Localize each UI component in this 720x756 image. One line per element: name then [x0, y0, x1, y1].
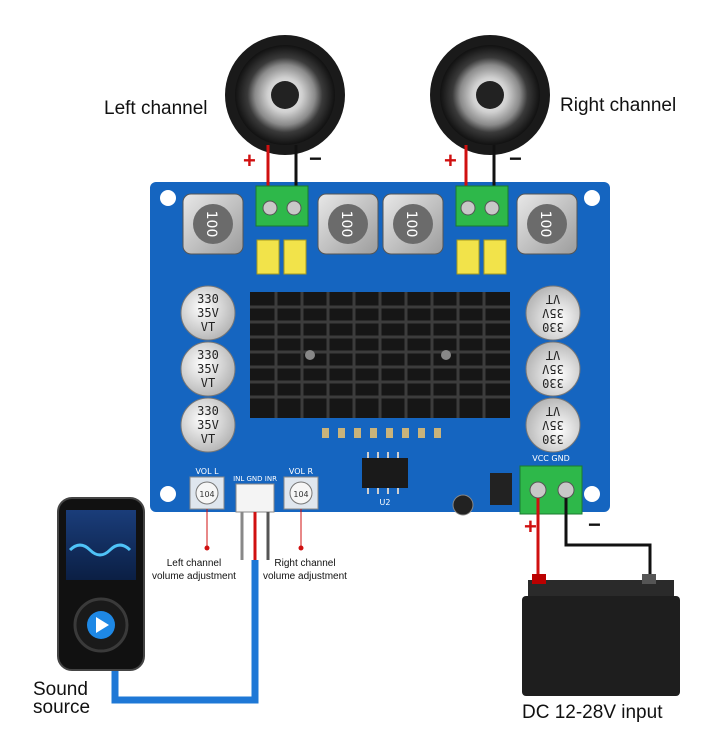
chip-silkscreen: U2 — [380, 498, 391, 507]
capacitor-series: VT — [546, 348, 560, 362]
left-speaker-terminal — [255, 185, 309, 227]
inductor: 100 — [317, 193, 379, 255]
electrolytic-capacitor: 330 35V VT — [180, 285, 236, 341]
right-volume-pot: 104 — [283, 476, 319, 510]
right-minus-sign: − — [509, 146, 522, 171]
inductor: 100 — [516, 193, 578, 255]
dc-plus-sign: + — [524, 514, 537, 539]
film-capacitor — [483, 239, 507, 275]
film-capacitor — [456, 239, 480, 275]
capacitor-voltage: 35V — [197, 306, 219, 320]
pot-marking: 104 — [199, 490, 214, 499]
left-channel-label: Left channel — [104, 98, 208, 119]
capacitor-voltage: 35V — [542, 362, 564, 376]
capacitor-value: 330 — [542, 376, 564, 390]
capacitor-value: 330 — [197, 292, 219, 306]
diode — [490, 473, 512, 505]
signal-cable — [111, 560, 259, 704]
inductor: 100 — [182, 193, 244, 255]
electrolytic-capacitor: 330 35V VT — [180, 341, 236, 397]
film-capacitor — [256, 239, 280, 275]
left-volume-pot: 104 — [189, 476, 225, 510]
right-speaker — [430, 35, 550, 155]
left-speaker — [225, 35, 345, 155]
electrolytic-capacitor: 330 35V VT — [525, 397, 581, 453]
pot-marking: 104 — [293, 490, 308, 499]
capacitor-series: VT — [546, 292, 560, 306]
input-header: INL GND INR — [233, 475, 277, 513]
inductor-marking: 100 — [338, 211, 354, 238]
electrolytic-capacitor: 330 35V VT — [525, 341, 581, 397]
vcc-gnd-silkscreen: VCC GND — [532, 454, 570, 463]
capacitor-value: 330 — [197, 348, 219, 362]
capacitor-voltage: 35V — [197, 362, 219, 376]
left-plus-sign: + — [243, 148, 256, 173]
film-capacitor — [283, 239, 307, 275]
vol-r-silkscreen: VOL R — [289, 467, 314, 476]
capacitor-value: 330 — [542, 320, 564, 334]
input-header-silkscreen: INL GND INR — [233, 475, 277, 483]
right-plus-sign: + — [444, 148, 457, 173]
capacitor-value: 330 — [542, 432, 564, 446]
capacitor-series: VT — [546, 404, 560, 418]
dc-input-label: DC 12-28V input — [522, 702, 663, 723]
power-terminal: VCC GND — [519, 454, 583, 515]
right-speaker-terminal — [455, 185, 509, 227]
heatsink — [250, 292, 510, 418]
negative-wire — [564, 498, 652, 575]
inductor: 100 — [382, 193, 444, 255]
capacitor-series: VT — [201, 376, 215, 390]
capacitor-voltage: 35V — [542, 306, 564, 320]
electrolytic-capacitor: 330 35V VT — [180, 397, 236, 453]
capacitor-voltage: 35V — [542, 418, 564, 432]
inductor-marking: 100 — [403, 211, 419, 238]
sound-source-player — [57, 497, 145, 671]
capacitor-voltage: 35V — [197, 418, 219, 432]
capacitor-value: 330 — [197, 404, 219, 418]
sound-source-label: Sound source — [33, 679, 91, 718]
battery — [522, 574, 680, 696]
right-volume-label: Right channel volume adjustment — [263, 558, 347, 582]
left-minus-sign: − — [309, 146, 322, 171]
inductor-marking: 100 — [203, 211, 219, 238]
vol-l-silkscreen: VOL L — [195, 467, 219, 476]
capacitor-series: VT — [201, 320, 215, 334]
left-volume-label: Left channel volume adjustment — [152, 558, 236, 582]
dc-minus-sign: − — [588, 512, 601, 537]
electrolytic-capacitor: 330 35V VT — [525, 285, 581, 341]
small-capacitor — [452, 494, 474, 516]
right-channel-label: Right channel — [560, 95, 677, 116]
capacitor-series: VT — [201, 432, 215, 446]
ic-chip: U2 — [362, 452, 408, 507]
inductor-marking: 100 — [537, 211, 553, 238]
